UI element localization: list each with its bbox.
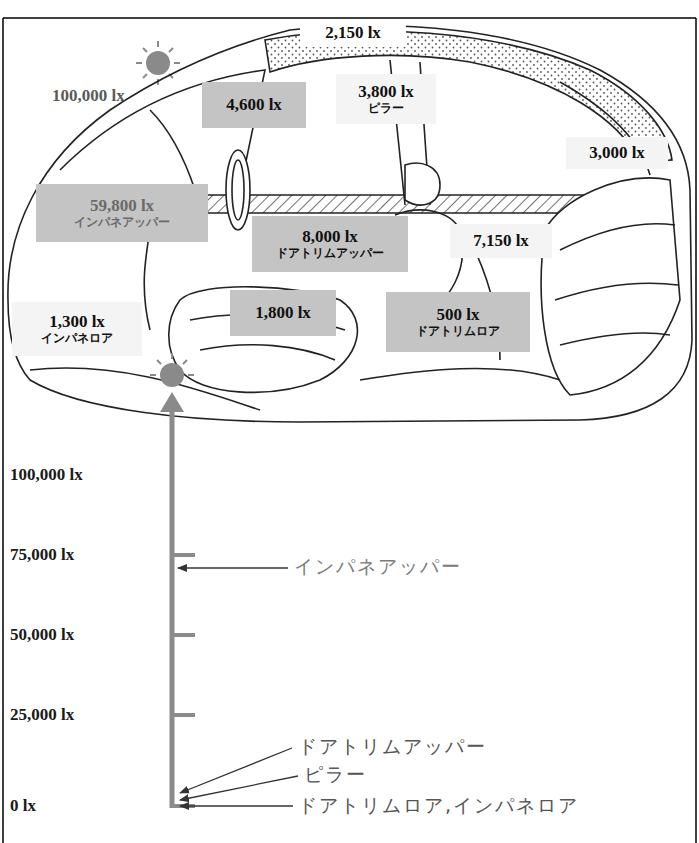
lux-value: 1,800 lx: [255, 304, 311, 323]
lux-value: 2,150 lx: [325, 24, 381, 43]
lux-scale-axis: [160, 392, 195, 808]
lux-value: 59,800 lx: [90, 197, 154, 216]
part-name: インパネアッパー: [74, 216, 170, 229]
scale-value: 100,000 lx: [52, 87, 125, 106]
part-name: インパネロア: [41, 332, 113, 345]
lux-value: 500 lx: [437, 306, 480, 325]
lux-box: 8,000 lxドアトリムアッパー: [252, 216, 408, 272]
sun-icon: [136, 41, 180, 85]
lux-box: 4,600 lx: [202, 82, 306, 128]
scale-value: 75,000 lx: [10, 546, 74, 565]
scale-value: 0 lx: [10, 797, 36, 816]
lux-box: 3,800 lxピラー: [336, 74, 436, 124]
part-label: ピラー: [304, 764, 367, 785]
lux-value: 3,800 lx: [358, 83, 414, 102]
part-label: インパネアッパー: [294, 556, 462, 577]
frame: [2, 18, 4, 843]
part-label: ドアトリムロア,インパネロア: [298, 795, 579, 816]
lux-value: 3,000 lx: [589, 144, 645, 163]
part-name: ピラー: [368, 102, 404, 115]
part-name: ドアトリムロア: [416, 325, 500, 338]
lux-box: 1,800 lx: [230, 290, 336, 336]
lux-box: 2,150 lx: [300, 20, 406, 47]
lux-value: 1,300 lx: [49, 313, 105, 332]
leader-arrow: [178, 568, 298, 806]
lux-box: 59,800 lxインパネアッパー: [36, 184, 208, 242]
lux-box: 500 lxドアトリムロア: [386, 292, 530, 352]
scale-value: 50,000 lx: [10, 626, 74, 645]
sun-icon: [150, 353, 194, 387]
lux-box: 7,150 lx: [450, 224, 552, 258]
part-name: ドアトリムアッパー: [276, 247, 384, 260]
frame: [3, 17, 696, 19]
lux-value: 4,600 lx: [226, 96, 282, 115]
car-body: [8, 26, 692, 422]
lux-box: 3,000 lx: [566, 137, 668, 169]
scale-value: 100,000 lx: [10, 466, 83, 485]
lux-value: 8,000 lx: [302, 228, 358, 247]
frame: [695, 18, 697, 843]
lux-value: 7,150 lx: [473, 232, 529, 251]
scale-value: 25,000 lx: [10, 706, 74, 725]
lux-box: 1,300 lxインパネロア: [12, 302, 142, 356]
part-label: ドアトリムアッパー: [298, 736, 487, 757]
